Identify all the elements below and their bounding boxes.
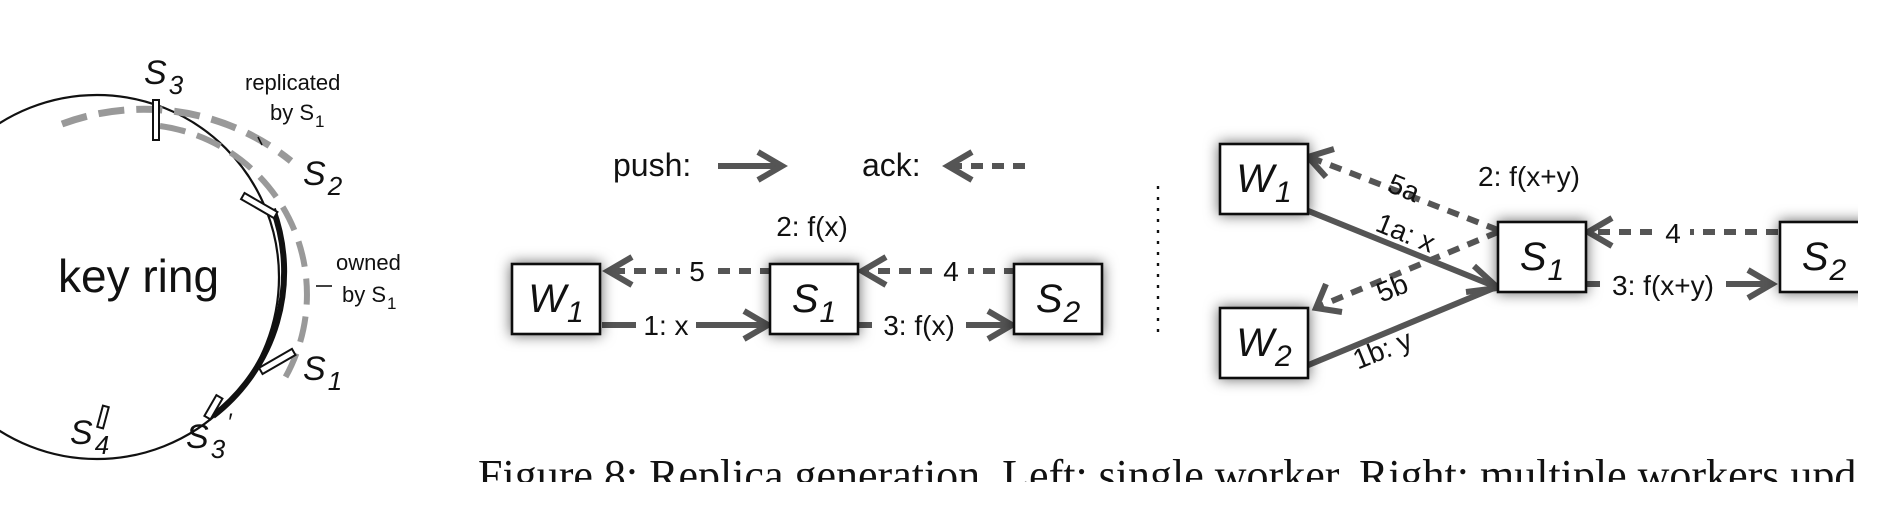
left-ack-4-label: 4 xyxy=(943,256,959,287)
figure-caption: Figure 8: Replica generation. Left: sing… xyxy=(478,451,1892,500)
left-ack-5-arrow xyxy=(602,254,772,288)
replicated-label-line1: replicated xyxy=(245,70,340,95)
right-crop-edge xyxy=(1858,0,1892,528)
ring-server-s1-label: S1 xyxy=(303,350,342,396)
right-multi-worker-diagram: 5a 1a: x 5b 1b: y 2: f(x+y) 3: f(x+y) 4 … xyxy=(1218,142,1870,380)
right-ack-5b-arrow xyxy=(1311,229,1500,315)
ring-server-s4-label: S4 xyxy=(70,414,109,460)
svg-text:S1: S1 xyxy=(1520,235,1564,287)
server-marker-s4 xyxy=(96,404,110,430)
left-ack-5-label: 5 xyxy=(689,256,705,287)
key-ring-panel: key ring S3 S2 S1 S4 S3′ replicated by S… xyxy=(0,54,401,464)
server-marker-s3-prime xyxy=(203,393,224,421)
right-ack-5b-label: 5b xyxy=(1372,268,1413,308)
svg-text:S1: S1 xyxy=(792,277,836,329)
right-push-3-label: 3: f(x+y) xyxy=(1612,270,1714,301)
legend-push-arrow xyxy=(718,149,788,183)
legend-ack-arrow xyxy=(942,149,1030,183)
replicated-arc-inner xyxy=(159,123,310,380)
legend: push: ack: xyxy=(613,147,1030,183)
key-ring-label: key ring xyxy=(58,250,219,302)
right-push-1b-arrow xyxy=(1304,285,1496,369)
right-node-w2: W2 xyxy=(1218,306,1310,380)
replicated-label-line2: by S1 xyxy=(270,100,325,131)
owned-label-line1: owned xyxy=(336,250,401,275)
left-push-3-label: 3: f(x) xyxy=(883,310,955,341)
server-marker-s3 xyxy=(152,99,160,141)
owned-arc xyxy=(211,207,288,419)
owned-label-line2: by S1 xyxy=(342,282,397,313)
right-node-s1: S1 xyxy=(1496,220,1588,294)
right-node-w1: W1 xyxy=(1218,142,1310,216)
left-node-w1: W1 xyxy=(510,262,602,336)
svg-text:S2: S2 xyxy=(1036,277,1081,329)
right-node-s2: S2 xyxy=(1778,220,1870,294)
ring-server-s3-prime-label: S3′ xyxy=(186,409,233,464)
left-push-1-label: 1: x xyxy=(643,310,688,341)
ring-server-s3-label: S3 xyxy=(144,54,184,100)
left-single-worker-diagram: 5 4 1: x 3: f(x) 2: f(x) W1 S1 xyxy=(510,211,1104,342)
svg-text:W2: W2 xyxy=(1236,321,1292,373)
key-ring-circle xyxy=(0,93,281,461)
replicated-arc-outer xyxy=(60,105,294,164)
replicated-leader-line xyxy=(257,136,263,146)
left-node-s2: S2 xyxy=(1012,262,1104,336)
server-marker-s2 xyxy=(239,191,279,220)
left-compute-label: 2: f(x) xyxy=(776,211,848,242)
svg-text:W1: W1 xyxy=(528,277,583,329)
left-node-s1: S1 xyxy=(768,262,860,336)
svg-text:S2: S2 xyxy=(1802,235,1847,287)
server-marker-s1 xyxy=(257,347,297,376)
svg-text:W1: W1 xyxy=(1236,157,1291,209)
figure-caption-clip: Figure 8: Replica generation. Left: sing… xyxy=(478,451,1892,500)
legend-ack-label: ack: xyxy=(862,147,921,183)
right-ack-4-label: 4 xyxy=(1665,218,1681,249)
ring-server-s2-label: S2 xyxy=(303,155,343,201)
legend-push-label: push: xyxy=(613,147,691,183)
right-compute-label: 2: f(x+y) xyxy=(1478,161,1580,192)
